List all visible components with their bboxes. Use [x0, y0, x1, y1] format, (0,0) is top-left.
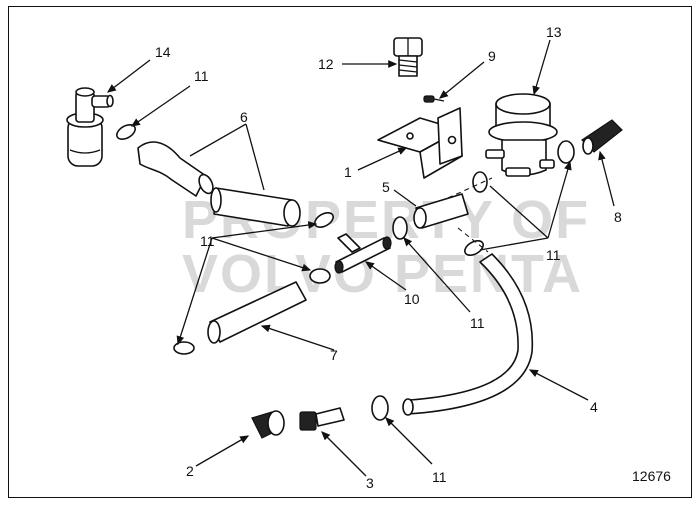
- diagram-frame: [8, 6, 692, 498]
- callout-12: 12: [318, 56, 334, 72]
- callout-8: 8: [614, 209, 622, 225]
- callout-11: 11: [200, 233, 215, 249]
- part-7-hose: [207, 281, 307, 344]
- part-12-bolt: [393, 37, 423, 77]
- callout-3: 3: [366, 475, 374, 491]
- figure-number: 12676: [632, 468, 671, 484]
- part-2-plug: [251, 410, 285, 439]
- leader-lines: [106, 39, 615, 477]
- part-10-tee-fitting: [334, 233, 392, 274]
- part-1-bracket: [377, 107, 463, 179]
- part-5-hose: [413, 193, 469, 229]
- callout-11: 11: [432, 469, 447, 485]
- part-9-screw: [423, 95, 445, 103]
- callout-numbers: 14 11 6 12 9 13 1 5 8 11 11 10 11 7 4 2 …: [155, 24, 622, 491]
- part-8-filter: [581, 119, 623, 155]
- callout-11: 11: [546, 247, 561, 263]
- callout-6: 6: [240, 109, 248, 125]
- part-6-hoses: [137, 141, 301, 227]
- callout-4: 4: [590, 399, 598, 415]
- clamps-11: [116, 123, 575, 421]
- callout-9: 9: [488, 48, 496, 64]
- routing-line: [447, 177, 493, 199]
- callout-5: 5: [382, 179, 390, 195]
- part-4-long-hose: [402, 253, 534, 416]
- callout-14: 14: [155, 44, 171, 60]
- routing-line: [457, 227, 489, 253]
- part-3-nipple: [299, 407, 345, 431]
- callout-11: 11: [194, 68, 209, 84]
- callout-11: 11: [470, 315, 485, 331]
- part-13-fuel-pump: [485, 93, 558, 177]
- callout-7: 7: [330, 347, 338, 363]
- callout-10: 10: [404, 291, 420, 307]
- part-14-vent-valve: [66, 87, 114, 167]
- callout-1: 1: [344, 164, 352, 180]
- callout-2: 2: [186, 463, 194, 479]
- callout-13: 13: [546, 24, 562, 40]
